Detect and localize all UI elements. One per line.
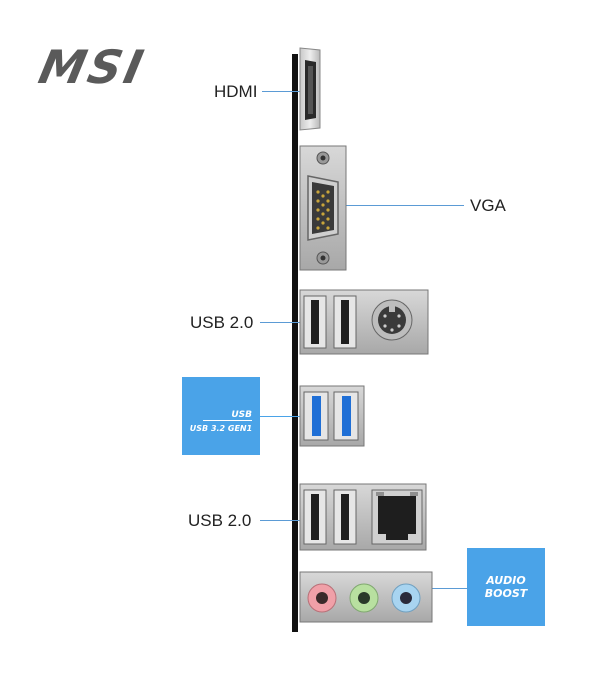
audio-badge-line2: BOOST (484, 587, 528, 600)
usb2-bottom-label: USB 2.0 (188, 511, 252, 530)
usb3-leader-line (260, 416, 304, 417)
audio-jacks (299, 571, 433, 623)
hdmi-port (299, 47, 321, 131)
usb2-ps2-block (299, 289, 429, 355)
hdmi-leader-line (262, 91, 316, 92)
audio-boost-badge: AUDIO BOOST (467, 548, 545, 626)
usb2-bottom-leader-line (260, 520, 318, 521)
hdmi-label: HDMI (214, 82, 258, 101)
usb-badge-line1: USB (203, 410, 252, 421)
vga-leader-line (330, 205, 464, 206)
usb32-gen1-badge: USB USB 3.2 GEN1 (182, 377, 260, 455)
usb32-gen1-ports (299, 385, 365, 447)
vga-port (299, 145, 347, 271)
audio-leader-line (432, 588, 468, 589)
usb2-top-label: USB 2.0 (190, 313, 254, 332)
vga-label: VGA (470, 196, 506, 215)
io-panel-edge (292, 54, 298, 632)
usb2-top-leader-line (260, 322, 318, 323)
usb-badge-line2: USB 3.2 GEN1 (189, 424, 253, 433)
audio-badge-line1: AUDIO (486, 574, 526, 587)
usb2-lan-block (299, 483, 427, 551)
